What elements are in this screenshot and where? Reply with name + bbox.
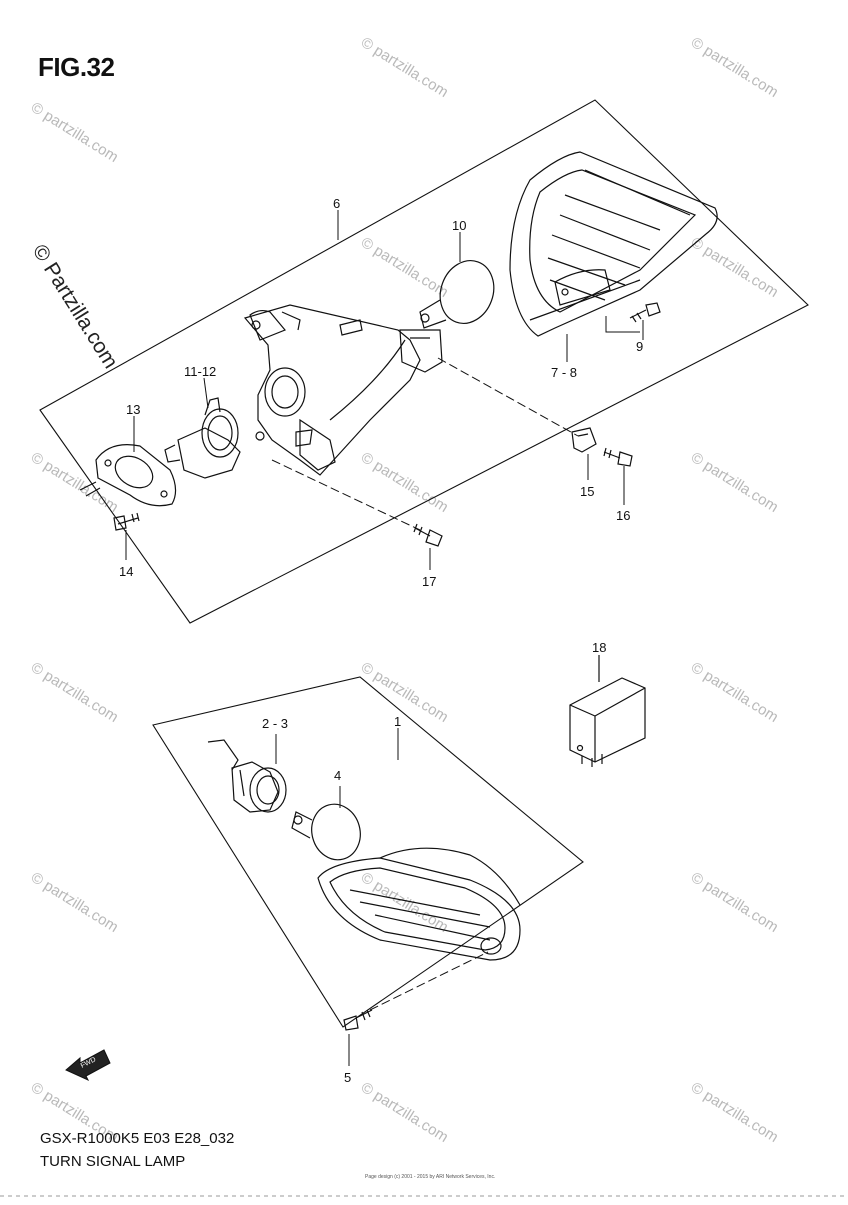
watermark: © partzilla.com: [358, 449, 451, 516]
callout-13: 13: [126, 402, 140, 417]
watermark: © partzilla.com: [688, 869, 781, 936]
figure-title: FIG.32: [38, 52, 115, 82]
housing-part-6: [243, 304, 443, 476]
callout-16: 16: [616, 508, 630, 523]
watermark: © partzilla.com: [688, 34, 781, 101]
callout-6: 6: [333, 196, 340, 211]
leader-lines-lower: [275, 728, 489, 1066]
callout-17: 17: [422, 574, 436, 589]
watermark-grid: © partzilla.com © partzilla.com © partzi…: [28, 34, 781, 1146]
callout-1: 1: [394, 714, 401, 729]
screw-part-17: [413, 523, 443, 547]
callout-9: 9: [636, 339, 643, 354]
bulb-part-10: [419, 260, 495, 329]
fwd-arrow-icon: FWD: [65, 1049, 111, 1082]
callout-10: 10: [452, 218, 466, 233]
callout-14: 14: [119, 564, 133, 579]
clip-part-15: [571, 427, 597, 453]
screw-part-14: [113, 512, 140, 531]
bulb-part-4: [291, 803, 361, 861]
callout-11-12: 11-12: [184, 364, 216, 379]
callout-15: 15: [580, 484, 594, 499]
watermark: © partzilla.com: [688, 659, 781, 726]
callout-2-3: 2 - 3: [262, 716, 288, 731]
callout-5: 5: [344, 1070, 351, 1085]
callout-4: 4: [334, 768, 341, 783]
watermark: © partzilla.com: [358, 34, 451, 101]
copyright-note: Page design (c) 2001 - 2015 by ARI Netwo…: [365, 1174, 496, 1180]
screw-part-5: [343, 1009, 373, 1031]
watermark-large: © Partzilla.com: [28, 240, 122, 372]
watermark: © partzilla.com: [688, 449, 781, 516]
watermark: © partzilla.com: [358, 659, 451, 726]
lower-assembly: 2 - 3 1 4 5: [152, 676, 584, 1085]
watermark: © partzilla.com: [28, 99, 121, 166]
callout-7-8: 7 - 8: [551, 365, 577, 380]
assembly-outline-lower: [152, 676, 584, 1028]
watermark: © partzilla.com: [688, 1079, 781, 1146]
lens-part-1: [317, 847, 521, 961]
screw-part-9: [629, 302, 661, 323]
watermark: © partzilla.com: [28, 659, 121, 726]
socket-part-11-12: [164, 397, 241, 479]
upper-assembly: 6 10 11-12 13 14 9 7 - 8 15 16 17: [39, 99, 809, 624]
socket-part-2-3: [207, 739, 287, 813]
watermark: © partzilla.com: [688, 234, 781, 301]
watermark: © partzilla.com: [358, 1079, 451, 1146]
assembly-outline-upper: [39, 99, 809, 624]
screw-part-16: [603, 447, 633, 467]
leader-lines-upper: [125, 210, 644, 570]
lens-part-7-8: [509, 151, 718, 337]
watermark: © partzilla.com: [358, 234, 451, 301]
diagram-name: TURN SIGNAL LAMP: [40, 1153, 186, 1170]
watermark: © partzilla.com: [28, 869, 121, 936]
gasket-part-13: [79, 444, 177, 507]
callout-18: 18: [592, 640, 606, 655]
relay-part-18: [569, 655, 646, 767]
model-code: GSX-R1000K5 E03 E28_032: [40, 1130, 235, 1147]
